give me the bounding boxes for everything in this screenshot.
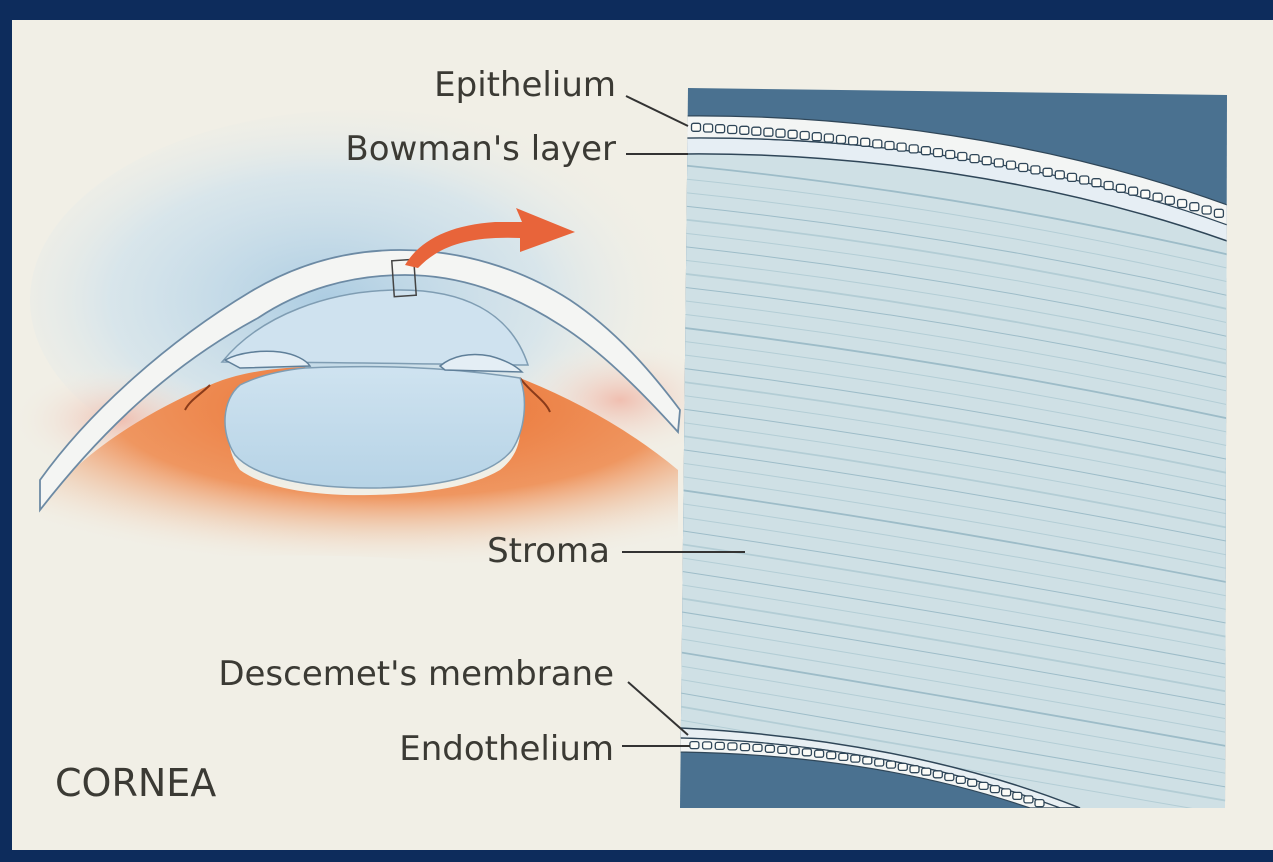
cell xyxy=(716,125,725,133)
cell xyxy=(1214,209,1223,217)
cell xyxy=(1035,800,1044,807)
cell xyxy=(875,759,884,766)
cell xyxy=(1080,176,1089,184)
cell xyxy=(956,776,965,783)
cell xyxy=(945,774,954,781)
cell xyxy=(1141,190,1150,198)
cell xyxy=(1031,166,1040,174)
cell xyxy=(765,745,774,752)
cell xyxy=(863,757,872,764)
cell xyxy=(1116,184,1125,192)
lens xyxy=(225,367,524,488)
cell xyxy=(800,132,809,140)
cell xyxy=(909,145,918,153)
cell xyxy=(851,755,860,762)
cell xyxy=(753,744,762,751)
cell xyxy=(970,155,979,163)
cell xyxy=(897,143,906,151)
cell xyxy=(715,742,724,749)
cell xyxy=(910,766,919,773)
cell xyxy=(1153,193,1162,201)
stroma-body xyxy=(680,150,1230,808)
cell xyxy=(982,157,991,165)
cell xyxy=(752,127,761,135)
cell xyxy=(1190,203,1199,211)
cell xyxy=(740,126,749,134)
cell xyxy=(1165,196,1174,204)
cell xyxy=(849,137,858,145)
cell xyxy=(898,763,907,770)
cell xyxy=(887,761,896,768)
cell xyxy=(824,134,833,142)
cell xyxy=(776,129,785,137)
cell xyxy=(788,130,797,138)
cell xyxy=(1013,792,1022,799)
histology-block xyxy=(680,85,1230,815)
cell xyxy=(933,771,942,778)
cell xyxy=(968,779,977,786)
cell xyxy=(958,153,967,161)
cell xyxy=(790,748,799,755)
cell xyxy=(994,159,1003,167)
cell xyxy=(728,126,737,134)
cell xyxy=(885,142,894,150)
cell xyxy=(703,742,712,749)
cell xyxy=(921,147,930,155)
cell xyxy=(1019,164,1028,172)
cell xyxy=(1092,179,1101,187)
cell xyxy=(802,749,811,756)
cell xyxy=(741,744,750,751)
cell xyxy=(728,743,737,750)
cell xyxy=(1202,206,1211,214)
cell xyxy=(1129,187,1138,195)
cell xyxy=(704,124,713,132)
cell xyxy=(1002,789,1011,796)
cell xyxy=(873,140,882,148)
cell xyxy=(979,782,988,789)
cell xyxy=(990,786,999,793)
cell xyxy=(692,123,701,131)
cell xyxy=(934,149,943,157)
cell xyxy=(1007,161,1016,169)
cell xyxy=(1055,171,1064,179)
diagram-title: CORNEA xyxy=(55,761,216,805)
cell xyxy=(1043,168,1052,176)
cell xyxy=(690,742,699,749)
cell xyxy=(812,133,821,141)
cell xyxy=(839,753,848,760)
label-descemets-membrane: Descemet's membrane xyxy=(218,654,614,694)
cell xyxy=(815,750,824,757)
cell xyxy=(1024,796,1033,803)
cell xyxy=(922,768,931,775)
cell xyxy=(861,138,870,146)
cell xyxy=(827,752,836,759)
cell xyxy=(1178,200,1187,208)
label-stroma: Stroma xyxy=(487,531,610,571)
label-endothelium: Endothelium xyxy=(399,729,614,769)
cell xyxy=(1068,173,1077,181)
cell xyxy=(764,128,773,136)
cell xyxy=(837,135,846,143)
cell xyxy=(778,746,787,753)
cell xyxy=(946,151,955,159)
label-bowmans-layer: Bowman's layer xyxy=(345,129,616,169)
label-epithelium: Epithelium xyxy=(434,65,616,105)
cell xyxy=(1104,182,1113,190)
